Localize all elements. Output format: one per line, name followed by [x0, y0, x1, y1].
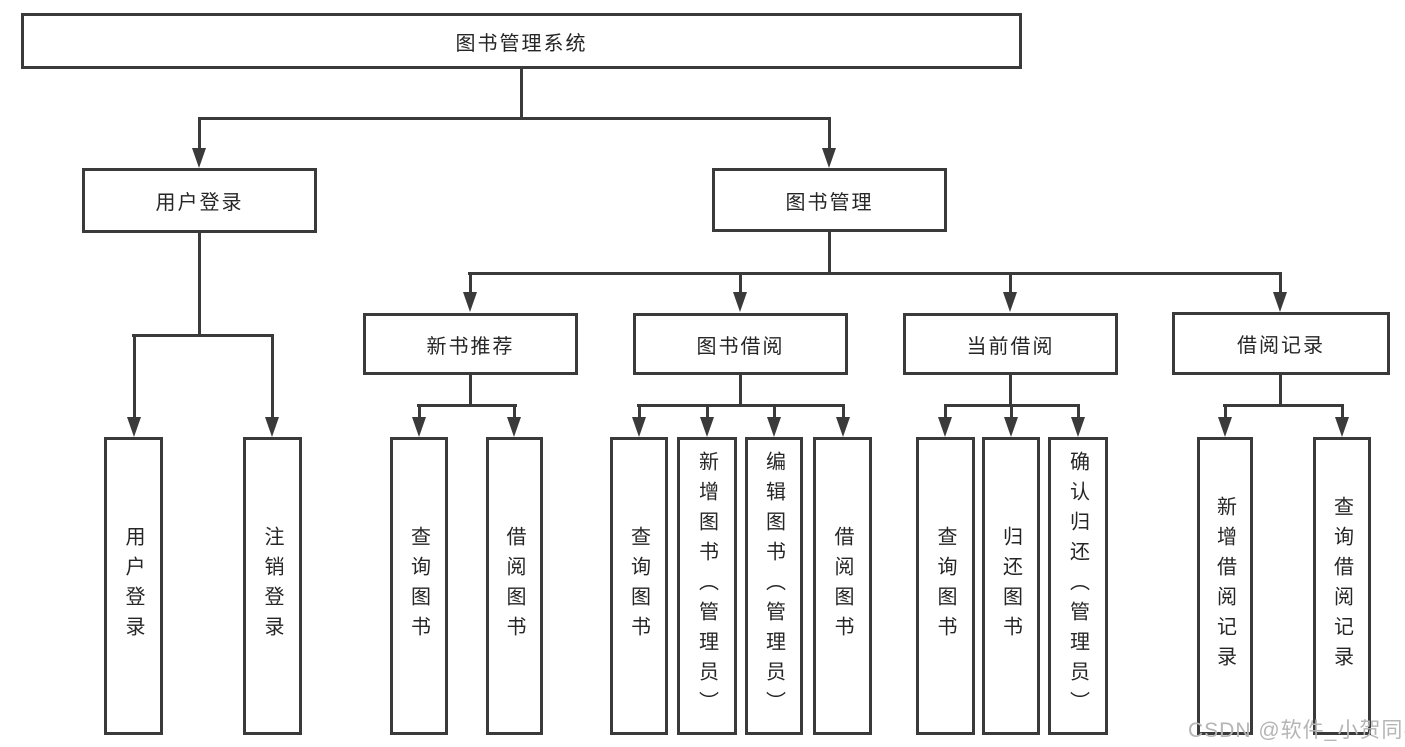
- node-label: 查询图书: [627, 526, 650, 646]
- node-book-borrowing: 图书借阅: [633, 313, 848, 375]
- arrow-down-icon: [836, 417, 850, 437]
- leaf-borrow-books-recommend: 借阅图书: [486, 437, 543, 735]
- connector-hline: [417, 404, 517, 407]
- arrow-down-icon: [463, 292, 477, 312]
- node-label: 用户登录: [122, 526, 144, 646]
- csdn-watermark: CSDN @软件_小贺同学: [1188, 719, 1405, 742]
- node-label: 借阅图书: [503, 526, 525, 646]
- leaf-add-books-admin: 新增图书（管理员）: [677, 437, 737, 735]
- arrow-down-icon: [1335, 417, 1349, 437]
- connector-vline: [198, 233, 201, 336]
- connector-vline: [198, 117, 201, 149]
- arrow-down-icon: [1218, 417, 1232, 437]
- node-user-login: 用户登录: [82, 168, 317, 233]
- connector-hline: [637, 404, 845, 407]
- node-label: 查询图书: [934, 526, 956, 646]
- connector-vline: [944, 404, 947, 418]
- connector-vline: [828, 232, 831, 274]
- node-label: 图书管理: [785, 191, 874, 214]
- connector-vline: [1009, 272, 1012, 293]
- node-label: 归还图书: [999, 526, 1022, 646]
- connector-vline: [706, 404, 709, 418]
- arrow-down-icon: [632, 417, 646, 437]
- node-label: 借阅记录: [1237, 335, 1325, 357]
- connector-vline: [773, 404, 776, 418]
- arrow-down-icon: [700, 417, 714, 437]
- connector-hline: [1223, 404, 1344, 407]
- arrow-down-icon: [265, 417, 279, 437]
- connector-vline: [1010, 404, 1013, 418]
- arrow-down-icon: [192, 148, 206, 168]
- leaf-edit-books-admin: 编辑图书（管理员）: [745, 437, 803, 735]
- arrow-down-icon: [127, 417, 141, 437]
- connector-vline: [638, 404, 641, 418]
- node-current-borrowing: 当前借阅: [903, 313, 1118, 375]
- node-label: 注销登录: [261, 526, 283, 646]
- node-label: 确认归还（管理员）: [1066, 451, 1089, 721]
- node-label: 当前借阅: [966, 335, 1055, 358]
- leaf-query-books-recommend: 查询图书: [390, 437, 448, 735]
- node-borrowing-records: 借阅记录: [1172, 312, 1390, 375]
- connector-vline: [133, 334, 136, 418]
- leaf-return-books: 归还图书: [982, 437, 1040, 735]
- connector-vline: [520, 69, 523, 119]
- leaf-user-login: 用户登录: [104, 437, 163, 735]
- leaf-logout: 注销登录: [243, 437, 302, 735]
- arrow-down-icon: [1071, 417, 1085, 437]
- connector-vline: [1341, 404, 1344, 418]
- connector-hline: [132, 334, 274, 337]
- node-label: 借阅图书: [831, 526, 853, 646]
- connector-vline: [739, 272, 742, 293]
- arrow-down-icon: [507, 417, 521, 437]
- connector-vline: [1077, 404, 1080, 418]
- arrow-down-icon: [1273, 292, 1287, 312]
- connector-vline: [271, 334, 274, 418]
- connector-vline: [739, 375, 742, 406]
- arrow-down-icon: [412, 417, 426, 437]
- arrow-down-icon: [733, 292, 747, 312]
- arrow-down-icon: [822, 148, 836, 168]
- node-label: 新增图书（管理员）: [695, 451, 718, 721]
- arrow-down-icon: [938, 417, 952, 437]
- connector-vline: [469, 272, 472, 293]
- node-new-book-recommendation: 新书推荐: [363, 313, 578, 375]
- connector-vline: [469, 375, 472, 406]
- connector-vline: [513, 404, 516, 418]
- connector-hline: [198, 117, 831, 120]
- node-label: 用户登录: [155, 192, 244, 214]
- leaf-query-books-current: 查询图书: [916, 437, 975, 735]
- leaf-add-borrow-record: 新增借阅记录: [1197, 437, 1253, 735]
- connector-hline: [468, 272, 1282, 275]
- node-label: 图书管理系统: [455, 32, 588, 55]
- node-label: 查询图书: [407, 526, 430, 646]
- connector-vline: [1224, 404, 1227, 418]
- arrow-down-icon: [1004, 417, 1018, 437]
- arrow-down-icon: [1003, 292, 1017, 312]
- leaf-confirm-return-admin: 确认归还（管理员）: [1048, 437, 1108, 735]
- node-label: 查询借阅记录: [1330, 496, 1353, 676]
- leaf-query-borrow-record: 查询借阅记录: [1313, 437, 1371, 735]
- connector-vline: [828, 117, 831, 149]
- node-label: 新增借阅记录: [1213, 496, 1236, 676]
- node-label: 新书推荐: [426, 335, 515, 358]
- node-label: 编辑图书（管理员）: [762, 451, 785, 721]
- node-book-management: 图书管理: [712, 168, 947, 232]
- leaf-query-books-borrowing: 查询图书: [610, 437, 668, 735]
- node-library-management-system: 图书管理系统: [21, 13, 1022, 69]
- leaf-borrow-books: 借阅图书: [813, 437, 872, 735]
- arrow-down-icon: [767, 417, 781, 437]
- node-label: 图书借阅: [696, 335, 785, 358]
- connector-vline: [1009, 375, 1012, 406]
- connector-vline: [1279, 375, 1282, 406]
- connector-vline: [418, 404, 421, 418]
- connector-vline: [842, 404, 845, 418]
- connector-vline: [1279, 272, 1282, 293]
